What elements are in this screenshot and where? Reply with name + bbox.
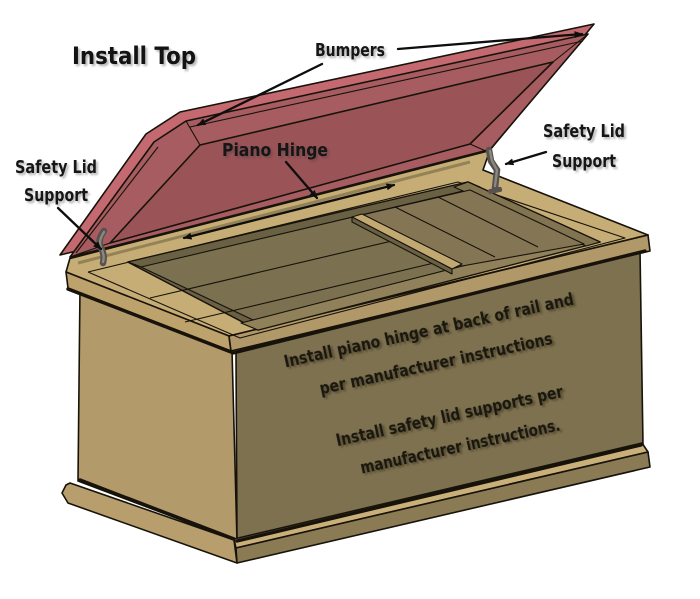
interior-right-wall bbox=[453, 181, 601, 247]
piano-hinge-arrow bbox=[284, 160, 319, 200]
shadow-line-rim-front bbox=[231, 249, 647, 355]
lid-frame-line-top bbox=[189, 40, 584, 128]
support-right-label-line2: Support bbox=[552, 151, 616, 172]
hinge-span-arrow bbox=[182, 183, 396, 240]
support-left-label-line1: Safety Lid bbox=[15, 157, 97, 178]
shadow-line-rim-left bbox=[66, 287, 233, 354]
plinth-front bbox=[235, 451, 651, 564]
support-foot bbox=[488, 186, 503, 195]
support-left-arrow bbox=[56, 206, 103, 251]
safety-support-right-hardware bbox=[485, 146, 503, 195]
piano-hinge-label: Piano Hinge bbox=[222, 140, 328, 161]
bumpers-label: Bumpers bbox=[315, 40, 385, 61]
annotation-labels: Install Top Bumpers Piano Hinge Safety L… bbox=[15, 40, 625, 206]
tray-seam-1 bbox=[394, 206, 496, 258]
floor-seam-1 bbox=[149, 231, 431, 299]
lid-miter-apex bbox=[552, 33, 589, 63]
support-right-label-line1: Safety Lid bbox=[543, 121, 625, 142]
bumpers-arrow-right bbox=[396, 31, 584, 51]
tray-seam-2 bbox=[437, 196, 539, 248]
support-right-arrow bbox=[504, 150, 548, 166]
lid-frame-line-left bbox=[75, 146, 159, 254]
annotation-arrows bbox=[56, 31, 584, 251]
diagram-title: Install Top bbox=[72, 42, 196, 70]
shadow-line-base-left bbox=[78, 478, 236, 541]
floor-seam-2 bbox=[184, 257, 456, 323]
lid-miter-topleft bbox=[185, 120, 201, 146]
box-group bbox=[61, 149, 651, 564]
shadow-line-base-front bbox=[235, 443, 643, 543]
support-left-label-line2: Support bbox=[24, 185, 88, 206]
bumpers-arrow-left bbox=[196, 62, 324, 127]
